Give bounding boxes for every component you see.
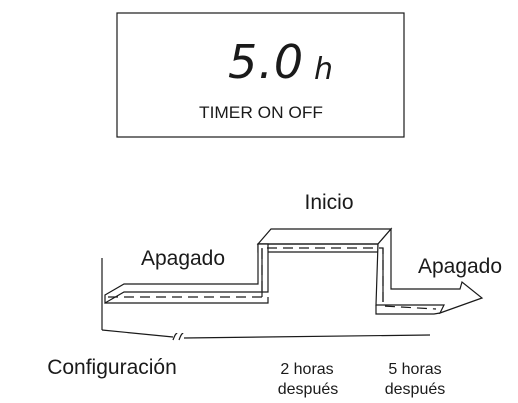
off-band-after-bottom xyxy=(375,305,441,315)
off-band-after xyxy=(375,227,484,315)
label-off-before: Apagado xyxy=(141,247,225,270)
off-band-before-bottom xyxy=(105,297,269,304)
timeline-axes xyxy=(101,258,431,341)
lcd-display: 5.0 h TIMER ON OFF xyxy=(116,12,405,138)
state-dashed-line xyxy=(108,247,437,310)
marker-2h-line1: 2 horas xyxy=(280,361,333,378)
axis-break-icon xyxy=(172,333,184,341)
label-off-after: Apagado xyxy=(418,255,502,278)
lcd-mode-caption: TIMER ON OFF xyxy=(199,103,323,122)
on-plateau-top xyxy=(256,228,393,245)
power-state-band xyxy=(104,227,484,315)
marker-2h-line2: después xyxy=(278,381,339,398)
lcd-display-frame xyxy=(116,12,405,138)
marker-5h-line1: 5 horas xyxy=(388,361,441,378)
lcd-timer-unit: h xyxy=(314,52,333,87)
label-on-state: Inicio xyxy=(304,191,353,214)
label-setting-time: Configuración xyxy=(47,356,177,379)
timeline-horizontal-axis-right xyxy=(183,334,431,339)
marker-5h-line2: después xyxy=(385,381,446,398)
timeline-horizontal-axis-left xyxy=(101,329,174,338)
lcd-timer-value: 5.0 xyxy=(228,35,304,89)
off-band-before xyxy=(104,243,269,305)
